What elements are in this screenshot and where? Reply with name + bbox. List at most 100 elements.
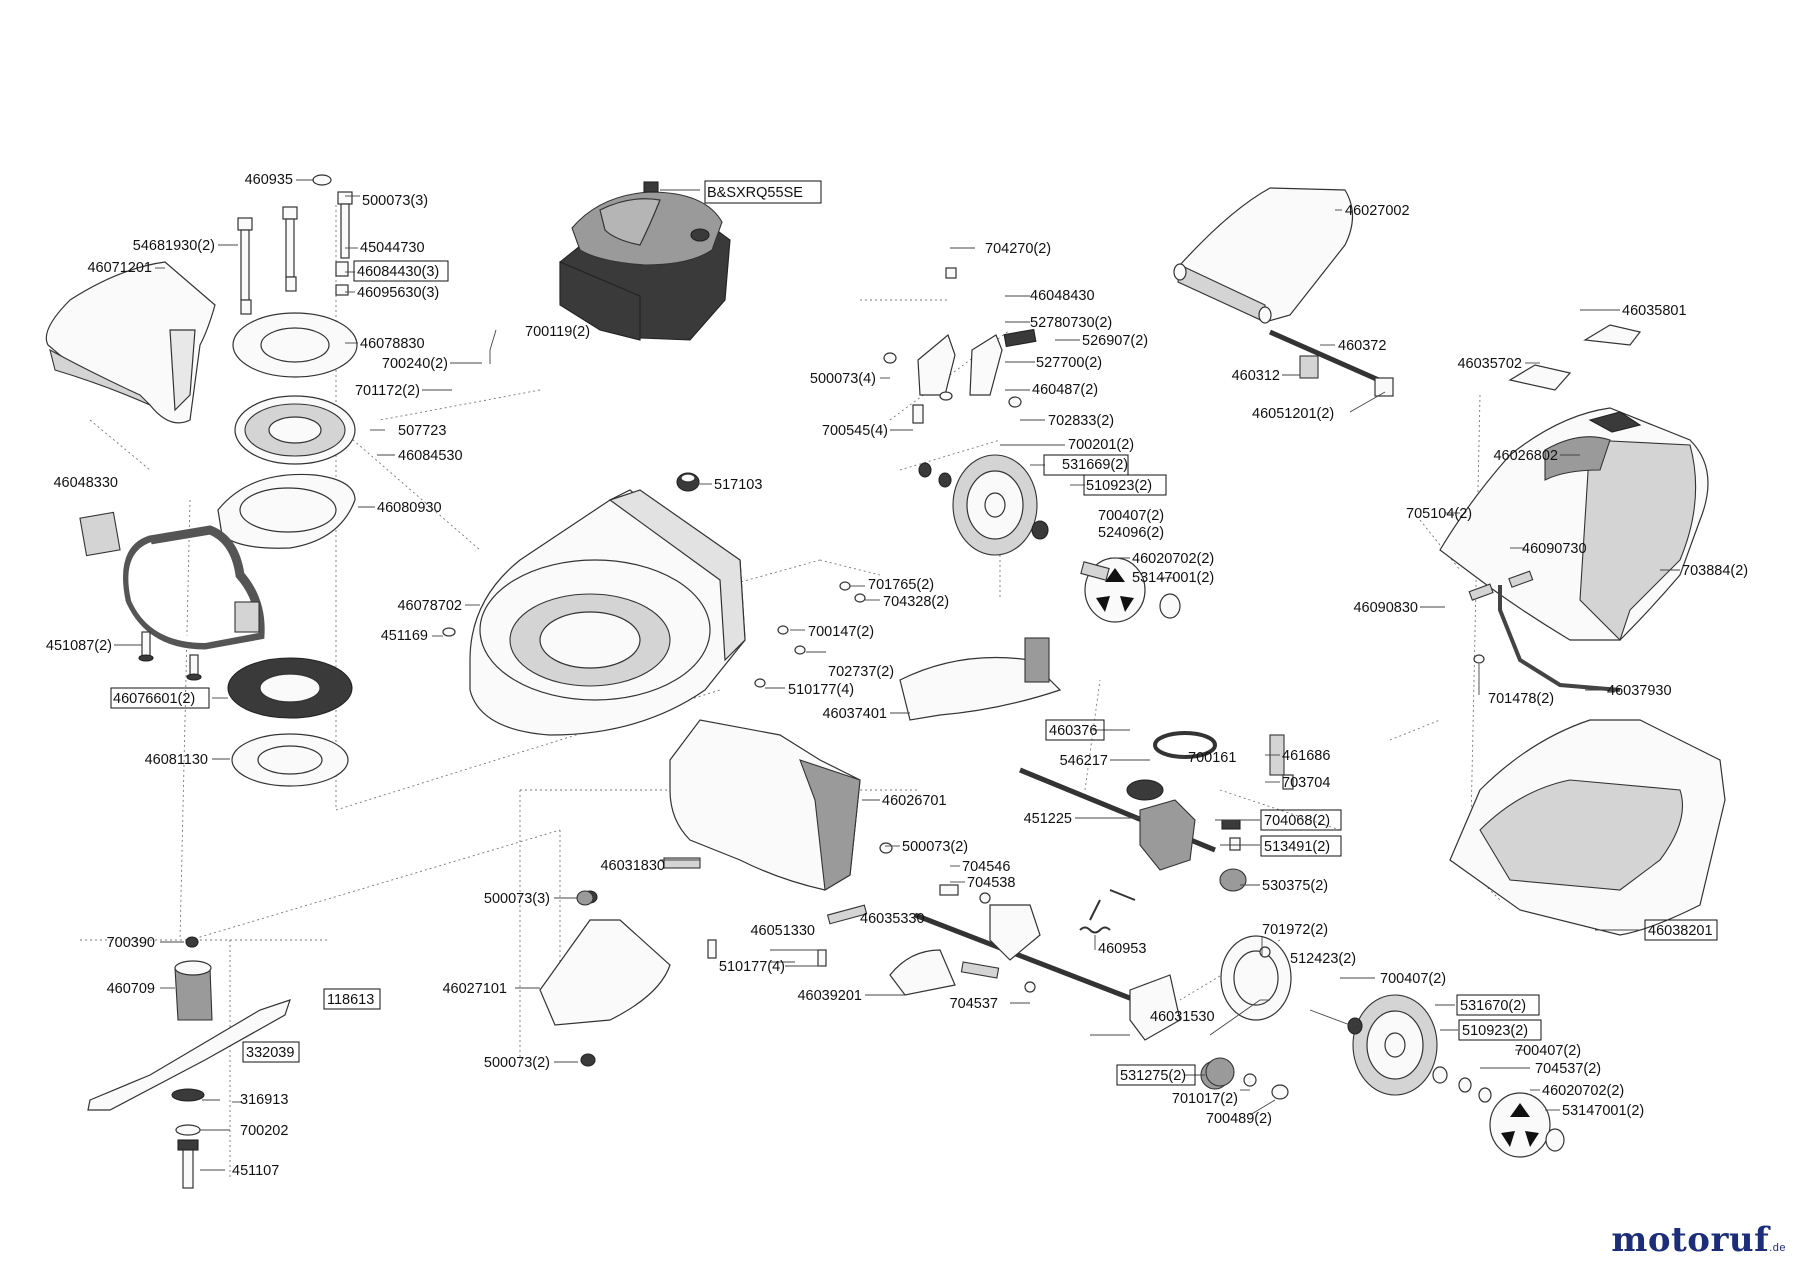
label-704068: 704068(2): [1264, 813, 1330, 829]
label-461686: 461686: [1282, 748, 1330, 764]
label-451087: 451087(2): [46, 638, 112, 654]
height-adjuster-front: [883, 267, 1037, 424]
label-703884: 703884(2): [1682, 563, 1748, 579]
label-510923a: 510923(2): [1086, 478, 1152, 494]
label-704537a: 704537: [950, 996, 998, 1012]
label-704546: 704546: [962, 859, 1010, 875]
label-703704: 703704: [1282, 775, 1330, 791]
label-460487: 460487(2): [1032, 382, 1098, 398]
label-118613: 118613: [327, 992, 374, 1008]
label-46039201: 46039201: [797, 988, 862, 1004]
label-460953: 460953: [1098, 941, 1146, 957]
label-460376: 460376: [1049, 723, 1097, 739]
label-46026701: 46026701: [882, 793, 947, 809]
label-700407c: 700407(2): [1515, 1043, 1581, 1059]
label-46035801: 46035801: [1622, 303, 1687, 319]
middle-fasteners: [576, 774, 1294, 993]
label-316913: 316913: [240, 1092, 288, 1108]
label-46020702a: 46020702(2): [1132, 551, 1214, 567]
label-701172: 701172(2): [355, 383, 420, 399]
label-46084430: 46084430(3): [357, 264, 439, 280]
label-526907: 526907(2): [1082, 333, 1148, 349]
label-701017: 701017(2): [1172, 1091, 1238, 1107]
label-527700: 527700(2): [1036, 355, 1102, 371]
engine: [559, 181, 731, 341]
label-332039: 332039: [246, 1045, 294, 1061]
label-53147001b: 53147001(2): [1562, 1103, 1644, 1119]
label-700202: 700202: [240, 1123, 288, 1139]
label-46035702: 46035702: [1457, 356, 1522, 372]
label-46027002: 46027002: [1345, 203, 1410, 219]
label-705104: 705104(2): [1406, 506, 1472, 522]
label-46078830: 46078830: [360, 336, 425, 352]
label-46020702b: 46020702(2): [1542, 1083, 1624, 1099]
label-46076601: 46076601(2): [113, 691, 195, 707]
label-704328: 704328(2): [883, 594, 949, 610]
label-46084530: 46084530: [398, 448, 463, 464]
label-701478: 701478(2): [1488, 691, 1554, 707]
label-701765: 701765(2): [868, 577, 934, 593]
frame-46048330-area: [79, 511, 265, 650]
label-512423: 512423(2): [1290, 951, 1356, 967]
engine-bolts: [237, 174, 353, 315]
deck-46078702: [469, 489, 746, 736]
label-451107: 451107: [232, 1163, 279, 1179]
label-700390: 700390: [107, 935, 155, 951]
label-451169: 451169: [381, 628, 428, 644]
filter-rings: [234, 395, 356, 465]
label-704270: 704270(2): [985, 241, 1051, 257]
label-bsxrq55se: B&SXRQ55SE: [707, 185, 803, 201]
label-46080930: 46080930: [377, 500, 442, 516]
label-700407b: 700407(2): [1380, 971, 1446, 987]
label-500073-4: 500073(4): [810, 371, 876, 387]
label-46048430: 46048430: [1030, 288, 1095, 304]
label-46038201: 46038201: [1648, 923, 1713, 939]
chute-46037401: [899, 637, 1062, 721]
label-530375: 530375(2): [1262, 878, 1328, 894]
lid-46027002: [1173, 187, 1354, 324]
label-46026802: 46026802: [1493, 448, 1558, 464]
label-46090730: 46090730: [1522, 541, 1587, 557]
label-700147: 700147(2): [808, 624, 874, 640]
label-517103: 517103: [714, 477, 762, 493]
label-46078702: 46078702: [397, 598, 462, 614]
label-546217: 546217: [1060, 753, 1108, 769]
wheel-front-531669: [918, 454, 1049, 556]
wheel-rear-531670: [1347, 994, 1492, 1103]
grass-box-bottom-46038201: [1449, 719, 1726, 936]
grommet-517103: [676, 472, 700, 492]
label-46037930: 46037930: [1607, 683, 1672, 699]
label-701972: 701972(2): [1262, 922, 1328, 938]
label-45044730: 45044730: [360, 240, 425, 256]
rear-axle: [889, 904, 1292, 1090]
part-labels: 460935 500073(3) B&SXRQ55SE 54681930(2) …: [46, 172, 1748, 1179]
label-507723: 507723: [398, 423, 446, 439]
filter-46076601: [227, 657, 353, 719]
label-704538: 704538: [967, 875, 1015, 891]
label-700119: 700119(2): [525, 324, 590, 340]
gear-531275: [1205, 1057, 1289, 1100]
blade-assembly: [87, 936, 291, 1189]
label-46037401: 46037401: [822, 706, 887, 722]
label-46090830: 46090830: [1353, 600, 1418, 616]
label-531275: 531275(2): [1120, 1068, 1186, 1084]
label-513491: 513491(2): [1264, 839, 1330, 855]
label-451225: 451225: [1024, 811, 1072, 827]
label-500073-2a: 500073(2): [902, 839, 968, 855]
hubcap-rear: [1489, 1092, 1565, 1158]
label-52780730: 52780730(2): [1030, 315, 1112, 331]
rod-460372: [1268, 329, 1394, 397]
label-460935: 460935: [245, 172, 293, 188]
label-531669: 531669(2): [1062, 457, 1128, 473]
label-46035330: 46035330: [860, 911, 925, 927]
label-700545: 700545(4): [822, 423, 888, 439]
label-500073-2b: 500073(2): [484, 1055, 550, 1071]
deflector-46027101: [539, 890, 671, 1067]
label-700489: 700489(2): [1206, 1111, 1272, 1127]
small-covers: [1508, 324, 1642, 391]
engine-cover-46071201: [45, 261, 216, 424]
label-460312: 460312: [1232, 368, 1280, 384]
screws-left: [138, 631, 202, 681]
label-510923b: 510923(2): [1462, 1023, 1528, 1039]
